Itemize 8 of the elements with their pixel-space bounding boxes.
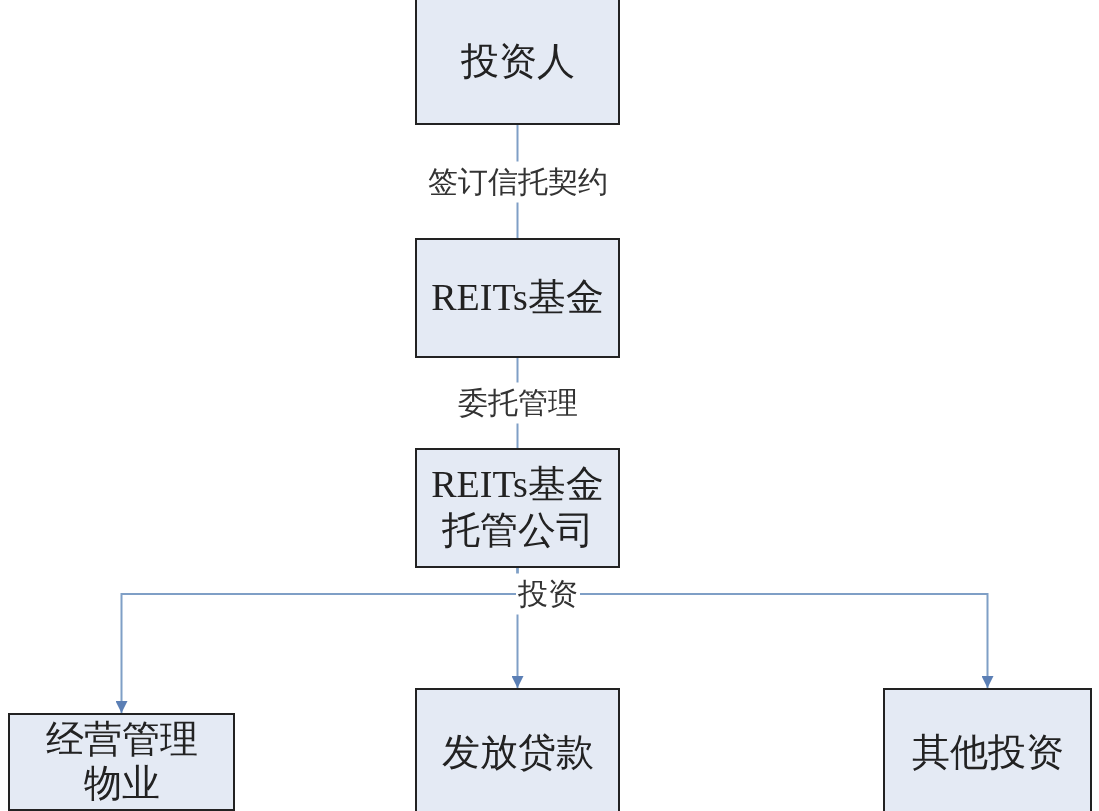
process-box: 投资人 [415,0,620,125]
process-box: REITs基金 [415,238,620,358]
process-box: REITs基金托管公司 [415,448,620,568]
edge-label: 投资 [515,573,580,615]
process-box: 经营管理物业 [8,713,235,811]
process-box: 发放贷款 [415,688,620,811]
edge-label: 委托管理 [455,382,580,424]
process-box: 其他投资 [883,688,1092,811]
